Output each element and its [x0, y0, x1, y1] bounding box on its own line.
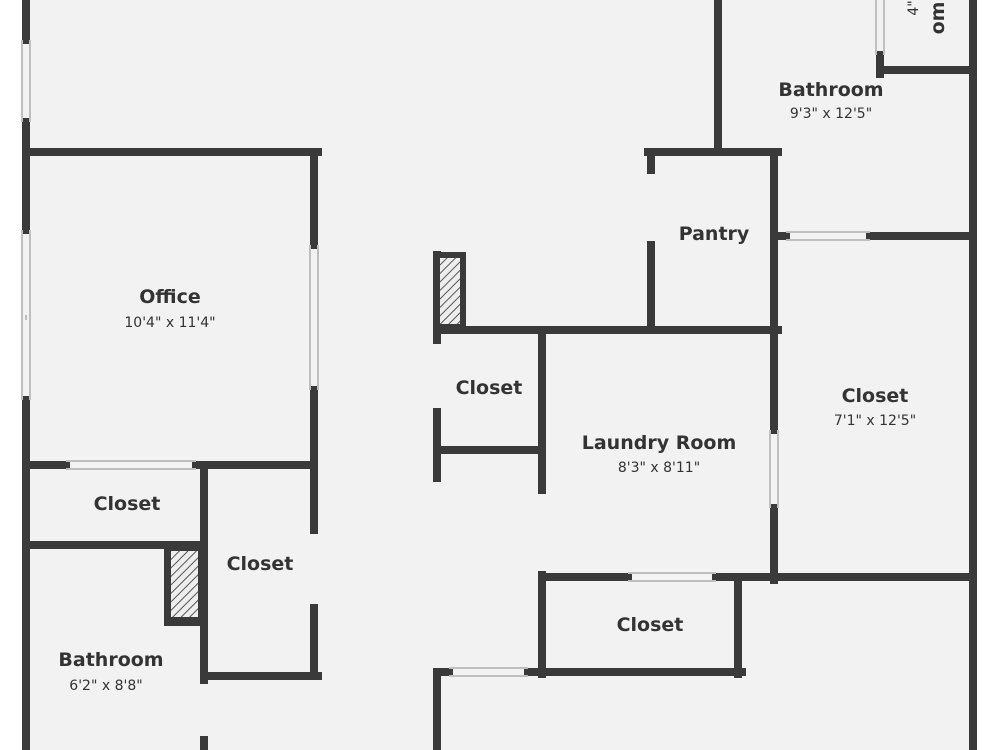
room-closet-hall: Closet: [227, 553, 294, 575]
room-name: Pantry: [679, 223, 750, 245]
room-dimensions: 9'3" x 12'5": [790, 106, 872, 122]
room-bathroom-bottom: Bathroom 6'2" x 8'8": [58, 649, 163, 694]
room-dimensions: 7'1" x 12'5": [834, 413, 916, 429]
room-name: Closet: [842, 385, 909, 407]
room-name: Office: [139, 286, 201, 308]
shaft-center: [434, 252, 466, 330]
room-partial-top-right: om 4": [906, 0, 949, 34]
room-name: Closet: [227, 553, 294, 575]
room-closet-right: Closet 7'1" x 12'5": [834, 385, 916, 429]
room-dimensions: 10'4" x 11'4": [124, 315, 215, 331]
room-name: Closet: [94, 493, 161, 515]
room-closet-office: Closet: [94, 493, 161, 515]
room-bathroom-top: Bathroom 9'3" x 12'5": [778, 79, 883, 122]
room-name: Bathroom: [778, 79, 883, 101]
room-name: Bathroom: [58, 649, 163, 671]
room-name: Laundry Room: [582, 432, 737, 454]
room-name: om: [927, 2, 949, 35]
room-name: Closet: [617, 614, 684, 636]
room-closet-laundry: Closet: [617, 614, 684, 636]
room-name: Closet: [456, 377, 523, 399]
shaft-left: [165, 545, 204, 623]
room-dimensions: 8'3" x 8'11": [618, 460, 700, 476]
room-pantry: Pantry: [679, 223, 750, 245]
windows: [21, 0, 885, 677]
room-office: Office 10'4" x 11'4": [124, 286, 215, 331]
room-dimensions: 6'2" x 8'8": [69, 678, 142, 694]
room-closet-center: Closet: [456, 377, 523, 399]
room-laundry: Laundry Room 8'3" x 8'11": [582, 432, 737, 476]
room-dimensions: 4": [906, 0, 922, 15]
